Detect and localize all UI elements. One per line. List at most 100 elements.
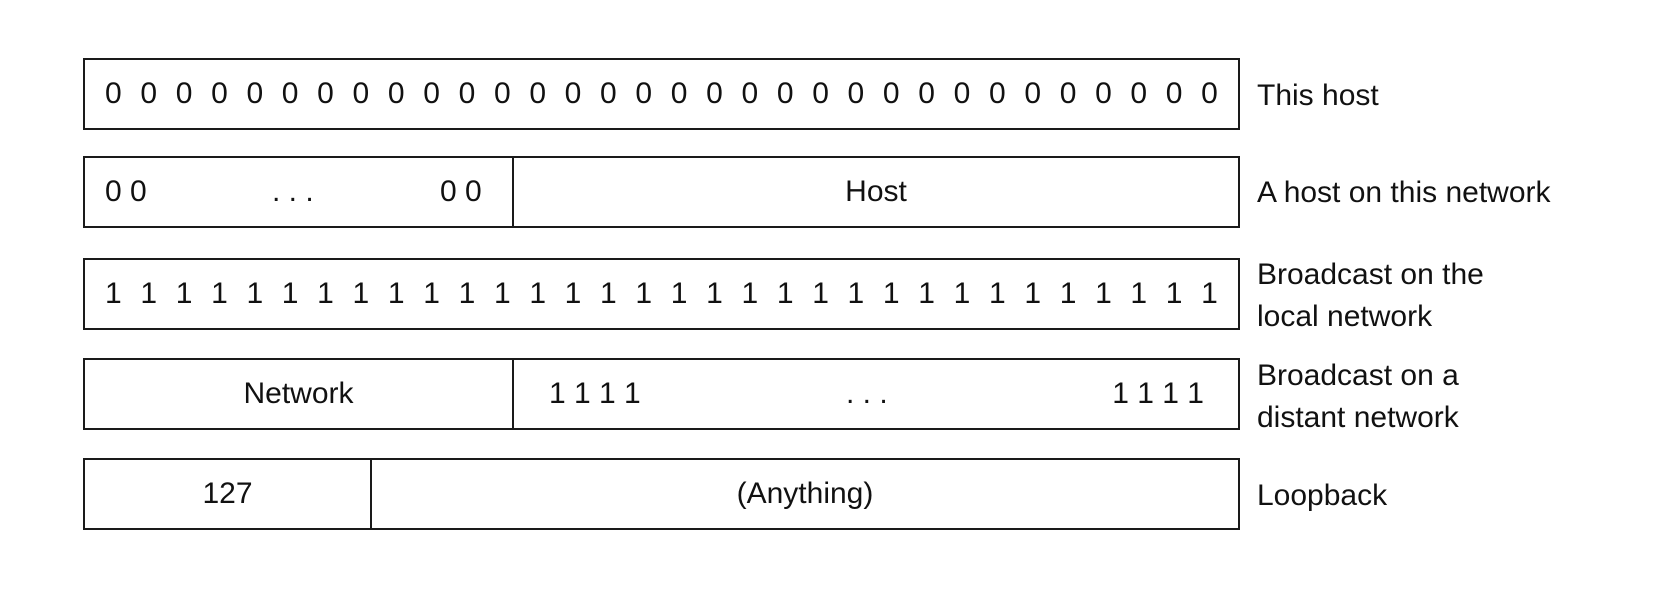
bit-digit: 1: [529, 277, 546, 310]
bit-digit: 1: [1165, 277, 1183, 310]
loopback-prefix-segment: 127: [85, 460, 372, 528]
bit-digit: 1: [423, 277, 440, 310]
label-line: Broadcast on a: [1257, 359, 1459, 392]
bit-digit: 0: [493, 77, 511, 110]
label-broadcast-distant: Broadcast on a distant network: [1257, 355, 1459, 439]
bit-digit: 1: [670, 277, 688, 310]
host-ones-segment: 1 1 1 1 . . . 1 1 1 1: [514, 360, 1238, 428]
bit-digit: 0: [387, 77, 405, 110]
bit-digit: 1: [600, 277, 617, 310]
bit-digit: 0: [882, 77, 900, 110]
bit-digit: 0: [706, 77, 723, 110]
bit-digit: 1: [387, 277, 405, 310]
label-line: A host on this network: [1257, 176, 1551, 209]
bit-digit: 1: [1059, 277, 1077, 310]
label-line: This host: [1257, 79, 1379, 112]
host-field-label: Host: [845, 175, 907, 208]
bit-digit: 1: [635, 277, 653, 310]
bit-digit: 1: [1095, 277, 1112, 310]
bit-digit: 0: [847, 77, 865, 110]
bit-digit: 0: [246, 77, 264, 110]
bit-digit: 0: [741, 77, 759, 110]
bit-digit: 0: [812, 77, 829, 110]
bit-digit: 0: [953, 77, 971, 110]
bit-digit: 1: [953, 277, 971, 310]
network-zeros-segment: 0 0 . . . 0 0: [85, 158, 514, 226]
bit-digit: 1: [175, 277, 193, 310]
bit-digit: 1: [706, 277, 723, 310]
bit-digit: 0: [211, 77, 228, 110]
bit-digit: 0: [529, 77, 546, 110]
ones-end: 1 1 1 1: [1112, 377, 1204, 410]
bit-digit: 1: [847, 277, 865, 310]
zeros-end: 0 0: [440, 175, 482, 208]
loopback-prefix: 127: [202, 477, 253, 510]
bit-digit: 1: [1024, 277, 1042, 310]
label-line: Broadcast on the: [1257, 258, 1484, 291]
label-line: distant network: [1257, 401, 1459, 434]
bit-digit: 0: [317, 77, 334, 110]
bit-digit: 1: [741, 277, 759, 310]
bit-digit: 0: [352, 77, 370, 110]
bit-digit: 1: [882, 277, 900, 310]
bit-digit: 0: [1095, 77, 1112, 110]
bit-digit: 1: [1201, 277, 1218, 310]
bit-digit: 1: [352, 277, 370, 310]
bit-digit: 1: [812, 277, 829, 310]
bit-digit: 0: [670, 77, 688, 110]
label-host-on-this-network: A host on this network: [1257, 172, 1551, 214]
bit-digit: 1: [281, 277, 299, 310]
bit-digit: 1: [493, 277, 511, 310]
bit-digit: 1: [918, 277, 935, 310]
label-this-host: This host: [1257, 75, 1379, 117]
label-line: Loopback: [1257, 479, 1388, 512]
bit-digit: 0: [140, 77, 158, 110]
bit-digit: 0: [635, 77, 653, 110]
label-broadcast-local: Broadcast on the local network: [1257, 254, 1484, 338]
bit-digit: 1: [246, 277, 264, 310]
ones-start: 1 1 1 1: [549, 377, 641, 410]
bit-digit: 0: [458, 77, 476, 110]
bit-digit: 0: [1059, 77, 1077, 110]
label-line: local network: [1257, 300, 1433, 333]
bit-digit: 0: [1130, 77, 1148, 110]
host-segment: Host: [514, 158, 1238, 226]
bit-digit: 0: [1165, 77, 1183, 110]
bit-digit: 0: [175, 77, 193, 110]
bit-digit: 0: [281, 77, 299, 110]
anything-field-label: (Anything): [736, 477, 874, 510]
bit-digit: 1: [564, 277, 582, 310]
bit-digit: 0: [918, 77, 935, 110]
zeros-start: 0 0: [105, 175, 147, 208]
bit-digit: 1: [458, 277, 476, 310]
address-box-loopback: 127 (Anything): [83, 458, 1240, 530]
bit-digit: 0: [1024, 77, 1042, 110]
address-box-broadcast-distant: Network 1 1 1 1 . . . 1 1 1 1: [83, 358, 1240, 430]
bit-digit: 1: [105, 277, 122, 310]
bit-digit: 1: [211, 277, 228, 310]
address-box-host-on-this-network: 0 0 . . . 0 0 Host: [83, 156, 1240, 228]
bit-digit: 0: [776, 77, 794, 110]
label-loopback: Loopback: [1257, 475, 1387, 517]
bit-digit: 0: [1201, 77, 1218, 110]
bit-digit: 1: [988, 277, 1006, 310]
network-field-label: Network: [243, 377, 354, 410]
bit-digit: 0: [988, 77, 1006, 110]
bit-digit: 1: [1130, 277, 1148, 310]
bit-digit: 0: [105, 77, 122, 110]
bit-digit: 1: [140, 277, 158, 310]
ellipsis: . . .: [846, 377, 888, 410]
bit-digit: 0: [564, 77, 582, 110]
anything-segment: (Anything): [372, 460, 1238, 528]
bit-digit: 1: [776, 277, 794, 310]
bit-digit: 0: [423, 77, 440, 110]
network-segment: Network: [85, 360, 514, 428]
ellipsis: . . .: [272, 175, 314, 208]
bit-digit: 0: [600, 77, 617, 110]
bit-digit: 1: [317, 277, 334, 310]
